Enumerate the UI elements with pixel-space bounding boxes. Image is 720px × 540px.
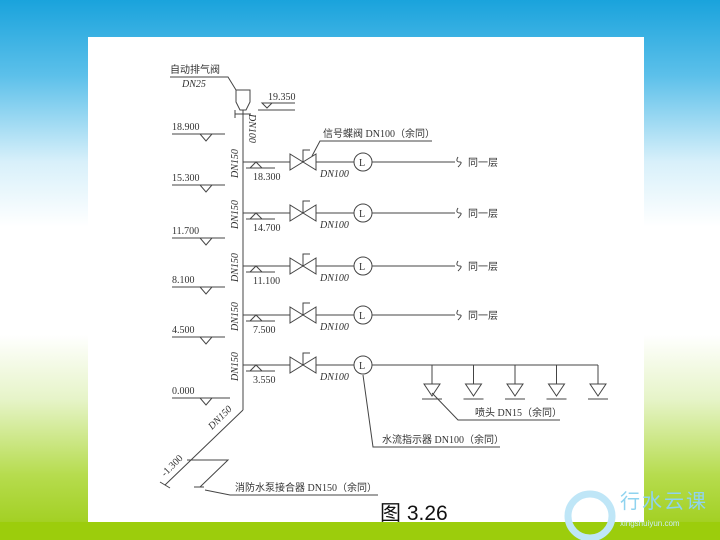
branch-elevation: 11.100 bbox=[253, 276, 280, 287]
sprinkler-head-icon bbox=[546, 365, 567, 400]
branch-dn: DN100 bbox=[319, 169, 349, 180]
flow-indicator-symbol: L bbox=[359, 158, 365, 169]
riser-dn150: DN150 bbox=[230, 302, 241, 332]
branch-dn: DN100 bbox=[319, 220, 349, 231]
flow-indicator-icon bbox=[353, 305, 373, 325]
top-elevation: 19.350 bbox=[268, 92, 296, 103]
flow-indicator-icon bbox=[353, 152, 373, 172]
flow-indicator-icon bbox=[353, 355, 373, 375]
ground-elevation: 0.000 bbox=[172, 386, 195, 397]
riser-dn150: DN150 bbox=[230, 352, 241, 382]
sprinkler-label: 喷头 DN15（余同） bbox=[475, 406, 562, 419]
elevation-mark bbox=[248, 212, 264, 220]
sprinkler-head-icon bbox=[588, 365, 608, 400]
same-floor-label: 同一层 bbox=[468, 310, 498, 322]
elevation-mark bbox=[198, 286, 214, 295]
flow-indicator-icon bbox=[353, 203, 373, 223]
branch-dn: DN100 bbox=[319, 372, 349, 383]
pump-adapter-icon bbox=[159, 459, 230, 489]
riser-dn100: DN100 bbox=[246, 113, 257, 143]
branch-elevation: 14.700 bbox=[253, 223, 281, 234]
flow-indicator-label: 水流指示器 DN100（余同） bbox=[382, 433, 504, 446]
floor-elevation: 8.100 bbox=[172, 275, 195, 286]
riser-diagonal bbox=[164, 409, 244, 486]
elevation-mark bbox=[198, 237, 214, 246]
floor-elevation: 11.700 bbox=[172, 226, 199, 237]
diag-dn150: DN150 bbox=[206, 404, 235, 433]
same-floor-label: 同一层 bbox=[468, 261, 498, 273]
flow-indicator-symbol: L bbox=[359, 311, 365, 322]
flow-indicator-symbol: L bbox=[359, 262, 365, 273]
bottom-bar bbox=[0, 522, 720, 540]
branch-elevation: 3.550 bbox=[253, 375, 276, 386]
riser-dn150: DN150 bbox=[230, 200, 241, 230]
sprinkler-head-icon bbox=[422, 365, 442, 400]
branch-dn: DN100 bbox=[319, 322, 349, 333]
riser-dn150: DN150 bbox=[230, 253, 241, 283]
air-valve-icon bbox=[170, 76, 251, 118]
elevation-mark bbox=[248, 265, 264, 273]
elevation-mark bbox=[248, 161, 264, 169]
signal-valve-label: 信号蝶阀 DN100（余同） bbox=[323, 127, 435, 140]
elevation-mark bbox=[198, 336, 214, 345]
same-floor-label: 同一层 bbox=[468, 157, 498, 169]
base-elevation: -1.300 bbox=[159, 453, 185, 479]
sprinkler-head-icon bbox=[463, 365, 484, 400]
floor-elevation: 4.500 bbox=[172, 325, 195, 336]
figure-panel bbox=[88, 37, 644, 522]
elevation-mark bbox=[248, 364, 264, 372]
elevation-mark bbox=[198, 184, 214, 193]
floor-elevation: 15.300 bbox=[172, 173, 200, 184]
sprinkler-head-icon bbox=[505, 365, 525, 400]
logo-url: xingshuiyun.com bbox=[620, 519, 680, 528]
top-elevation-mark bbox=[258, 102, 295, 111]
riser-dn150: DN150 bbox=[230, 149, 241, 179]
air-valve-dn: DN25 bbox=[181, 79, 206, 90]
branch-elevation: 18.300 bbox=[253, 172, 281, 183]
floor-elevation: 18.900 bbox=[172, 122, 200, 133]
same-floor-label: 同一层 bbox=[468, 208, 498, 220]
flow-indicator-icon bbox=[353, 256, 373, 276]
logo-name: 行水云课 bbox=[620, 491, 708, 513]
pump-adapter-label: 消防水泵接合器 DN150（余同） bbox=[235, 481, 377, 494]
elevation-mark bbox=[248, 314, 264, 322]
flow-indicator-symbol: L bbox=[359, 361, 365, 372]
figure-caption: 图 3.26 bbox=[380, 502, 448, 525]
air-valve-label: 自动排气阀 bbox=[170, 63, 220, 76]
branch-dn: DN100 bbox=[319, 273, 349, 284]
branch-elevation: 7.500 bbox=[253, 325, 276, 336]
flow-indicator-symbol: L bbox=[359, 209, 365, 220]
logo-icon bbox=[564, 490, 616, 540]
elevation-mark bbox=[198, 133, 214, 142]
